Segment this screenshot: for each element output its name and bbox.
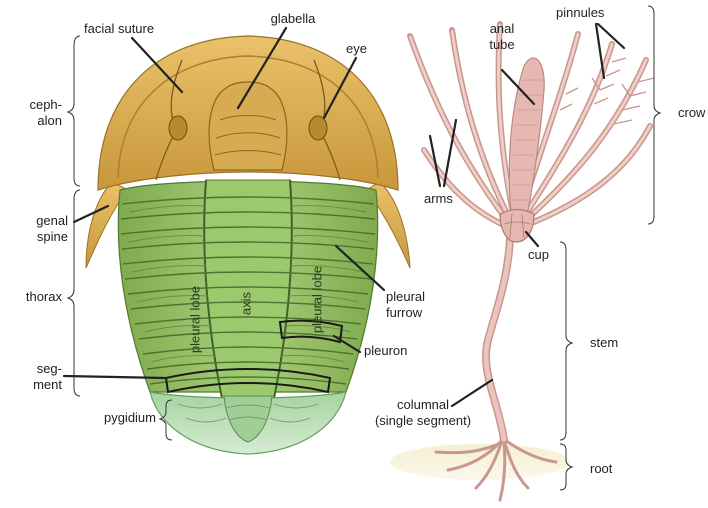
label-root: root (590, 462, 612, 476)
label-thorax: thorax (0, 290, 62, 304)
label-pinnules: pinnules (556, 6, 604, 20)
trilobite (86, 36, 410, 454)
label-pleuron: pleuron (364, 344, 407, 358)
label-genal-spine-1: genal (0, 214, 68, 228)
crinoid-cup (500, 210, 534, 243)
label-columnal-1: columnal (372, 398, 474, 412)
bracket-crown (648, 6, 660, 224)
label-cup: cup (528, 248, 549, 262)
crinoid (390, 24, 654, 500)
bracket-cephalon (68, 36, 80, 186)
label-facial-suture: facial suture (84, 22, 154, 36)
leader-pinnules-1 (596, 24, 604, 78)
label-anal-tube-1: anal (482, 22, 522, 36)
crinoid-stem-core (486, 238, 510, 440)
label-pleural-furrow-1: pleural (386, 290, 425, 304)
label-genal-spine-2: spine (0, 230, 68, 244)
label-anal-tube-2: tube (482, 38, 522, 52)
label-crown: crow (678, 106, 705, 120)
label-glabella: glabella (262, 12, 324, 26)
label-pleural-lobe-left: pleural lobe (188, 275, 203, 365)
leader-cup (526, 232, 538, 246)
label-arms: arms (424, 192, 453, 206)
label-cephalon-2: alon (0, 114, 62, 128)
label-pleural-furrow-2: furrow (386, 306, 422, 320)
label-segment-2: ment (0, 378, 62, 392)
label-stem: stem (590, 336, 618, 350)
glabella (209, 82, 287, 170)
label-axis: axis (239, 284, 254, 324)
bracket-stem (560, 242, 572, 440)
label-columnal-2: (single segment) (372, 414, 474, 428)
eye-right (309, 116, 327, 140)
eye-left (169, 116, 187, 140)
label-cephalon-1: ceph- (0, 98, 62, 112)
label-eye: eye (346, 42, 367, 56)
label-pygidium: pygidium (60, 411, 156, 425)
label-segment-1: seg- (0, 362, 62, 376)
label-pleural-lobe-right: pleural lobe (310, 255, 325, 345)
